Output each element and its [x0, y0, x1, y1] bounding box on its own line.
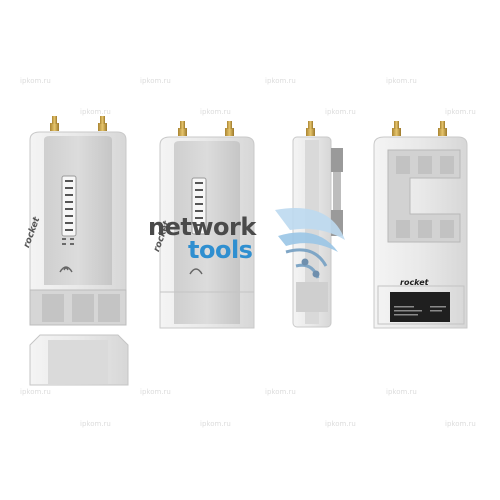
watermark: ipkom.ru — [200, 420, 231, 428]
antenna-connector-left — [50, 116, 59, 131]
device-cover-detached — [29, 334, 129, 386]
device-side — [292, 121, 343, 328]
watermark: ipkom.ru — [325, 108, 356, 116]
device-brand-label: rocket — [400, 278, 429, 287]
device-front-closed — [159, 121, 255, 329]
antenna-connector-right — [438, 121, 447, 136]
watermark: ipkom.ru — [80, 420, 111, 428]
antenna-connector-left — [178, 121, 187, 136]
antenna-connector-right — [225, 121, 234, 136]
watermark: ipkom.ru — [200, 108, 231, 116]
logo-swoosh-icon — [275, 208, 345, 279]
watermark: ipkom.ru — [386, 77, 417, 85]
logo-word-network: network — [148, 213, 256, 241]
device-back — [373, 121, 468, 329]
watermark: ipkom.ru — [20, 77, 51, 85]
watermark: ipkom.ru — [265, 77, 296, 85]
device-front-open — [29, 116, 127, 326]
watermark: ipkom.ru — [20, 388, 51, 396]
watermark: ipkom.ru — [445, 420, 476, 428]
watermark: ipkom.ru — [265, 388, 296, 396]
watermark: ipkom.ru — [445, 108, 476, 116]
watermark: ipkom.ru — [325, 420, 356, 428]
watermark: ipkom.ru — [140, 388, 171, 396]
antenna-connector-left — [392, 121, 401, 136]
watermark: ipkom.ru — [386, 388, 417, 396]
logo-word-tools: tools — [188, 236, 253, 264]
watermark: ipkom.ru — [140, 77, 171, 85]
antenna-connector-right — [98, 116, 107, 131]
watermark: ipkom.ru — [80, 108, 111, 116]
antenna-connector — [306, 121, 315, 136]
